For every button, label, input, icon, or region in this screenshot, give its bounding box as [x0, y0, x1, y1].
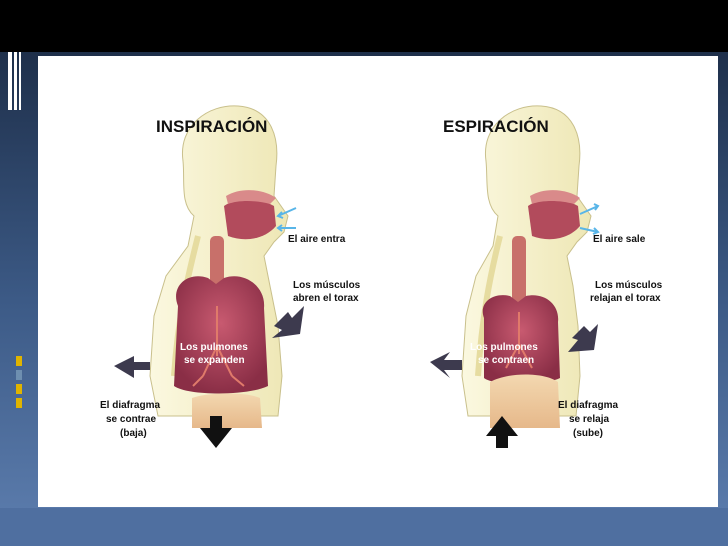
slide-top-band [0, 0, 728, 52]
diaphragm-label-line2: se contrae [106, 414, 156, 425]
inspiration-title: INSPIRACIÓN [156, 117, 267, 136]
air-out-label: El aire sale [593, 234, 646, 245]
lungs-expanded [174, 276, 268, 394]
lungs-label-line2: se contraen [478, 355, 534, 366]
diaphragm-down-arrow-icon [200, 416, 232, 448]
slide-canvas: INSPIRACIÓN ESPIRACIÓN El aire entra El … [38, 56, 718, 507]
rib-arrow-in-icon [430, 352, 462, 378]
bronchial-tree [192, 306, 245, 387]
bronchial-tree [505, 312, 533, 369]
muscles-label-line1: Los músculos [293, 280, 361, 291]
inspiration-figure [114, 105, 304, 448]
diaphragm-label-line3: (baja) [120, 428, 147, 439]
air-arrows-in [276, 207, 297, 232]
diaphragm-label-line1: El diafragma [100, 400, 160, 411]
respiration-diagram: INSPIRACIÓN ESPIRACIÓN El aire entra El … [100, 105, 663, 448]
trachea [512, 236, 526, 306]
muscle-arrow-in-icon [568, 324, 598, 352]
lungs-label-line2: se expanden [184, 355, 245, 366]
spine [475, 235, 503, 377]
muscles-label-line2: abren el torax [293, 293, 359, 304]
diaphragm-label-line2: se relaja [569, 414, 609, 425]
expiration-title: ESPIRACIÓN [443, 117, 549, 136]
air-in-label: El aire entra [288, 234, 346, 245]
decorative-bars [0, 40, 30, 160]
diaphragm-label-line3: (sube) [573, 428, 603, 439]
muscle-arrow-out-icon [272, 306, 304, 338]
lungs-label-line1: Los pulmones [180, 342, 248, 353]
air-arrows-out [579, 203, 600, 235]
diaphragm-up-arrow-icon [486, 416, 518, 448]
diaphragm [490, 374, 560, 428]
oral-cavity [528, 199, 580, 240]
rib-arrow-out-icon [114, 356, 150, 378]
diaphragm-label-line1: El diafragma [558, 400, 618, 411]
nasal-cavity [530, 190, 580, 204]
nasal-cavity [226, 190, 276, 204]
expiration-figure [430, 105, 600, 448]
lungs-label-line1: Los pulmones [470, 342, 538, 353]
slide-bottom-strip [0, 508, 728, 546]
diaphragm [192, 393, 262, 428]
oral-cavity [224, 199, 276, 240]
left-accent-marks [16, 356, 24, 412]
lungs-contracted [482, 295, 560, 384]
muscles-label-line2: relajan el torax [590, 293, 661, 304]
muscles-label-line1: Los músculos [595, 280, 663, 291]
